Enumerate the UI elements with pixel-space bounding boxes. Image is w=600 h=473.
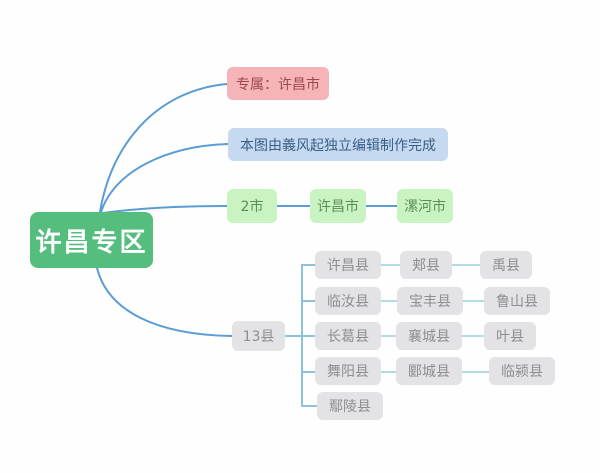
cities-count-node[interactable]: 2市: [227, 189, 277, 223]
county-node-xuchangxian[interactable]: 许昌县: [315, 251, 381, 279]
county-node-jiaxian[interactable]: 郏县: [400, 251, 452, 279]
branch-curve-credit-note: [100, 143, 229, 213]
county-node-yexian[interactable]: 叶县: [484, 322, 536, 350]
county-node-changge[interactable]: 长葛县: [315, 322, 381, 350]
branch-curve-counties: [96, 267, 233, 337]
root-node[interactable]: 许昌专区: [30, 212, 153, 268]
branch-curve-cities: [102, 205, 228, 214]
note-credit[interactable]: 本图由義风起独立编辑制作完成: [228, 128, 448, 161]
city-node-luohe[interactable]: 漯河市: [397, 189, 453, 223]
county-node-yuxian[interactable]: 禹县: [480, 251, 532, 279]
counties-count-node[interactable]: 13县: [232, 321, 285, 351]
county-node-xiangcheng[interactable]: 襄城县: [396, 322, 462, 350]
county-node-yanling[interactable]: 鄢陵县: [317, 392, 383, 420]
branch-curve-exclusive-note: [99, 83, 228, 213]
county-node-wuyang[interactable]: 舞阳县: [315, 357, 381, 385]
county-node-baofeng[interactable]: 宝丰县: [397, 287, 463, 315]
county-node-lushan[interactable]: 鲁山县: [484, 287, 550, 315]
county-node-linru[interactable]: 临汝县: [315, 287, 381, 315]
city-node-xuchang[interactable]: 许昌市: [310, 189, 366, 223]
county-node-linying[interactable]: 临颍县: [489, 357, 555, 385]
county-node-yancheng[interactable]: 郾城县: [396, 357, 462, 385]
note-exclusive-city[interactable]: 专属：许昌市: [227, 67, 329, 100]
